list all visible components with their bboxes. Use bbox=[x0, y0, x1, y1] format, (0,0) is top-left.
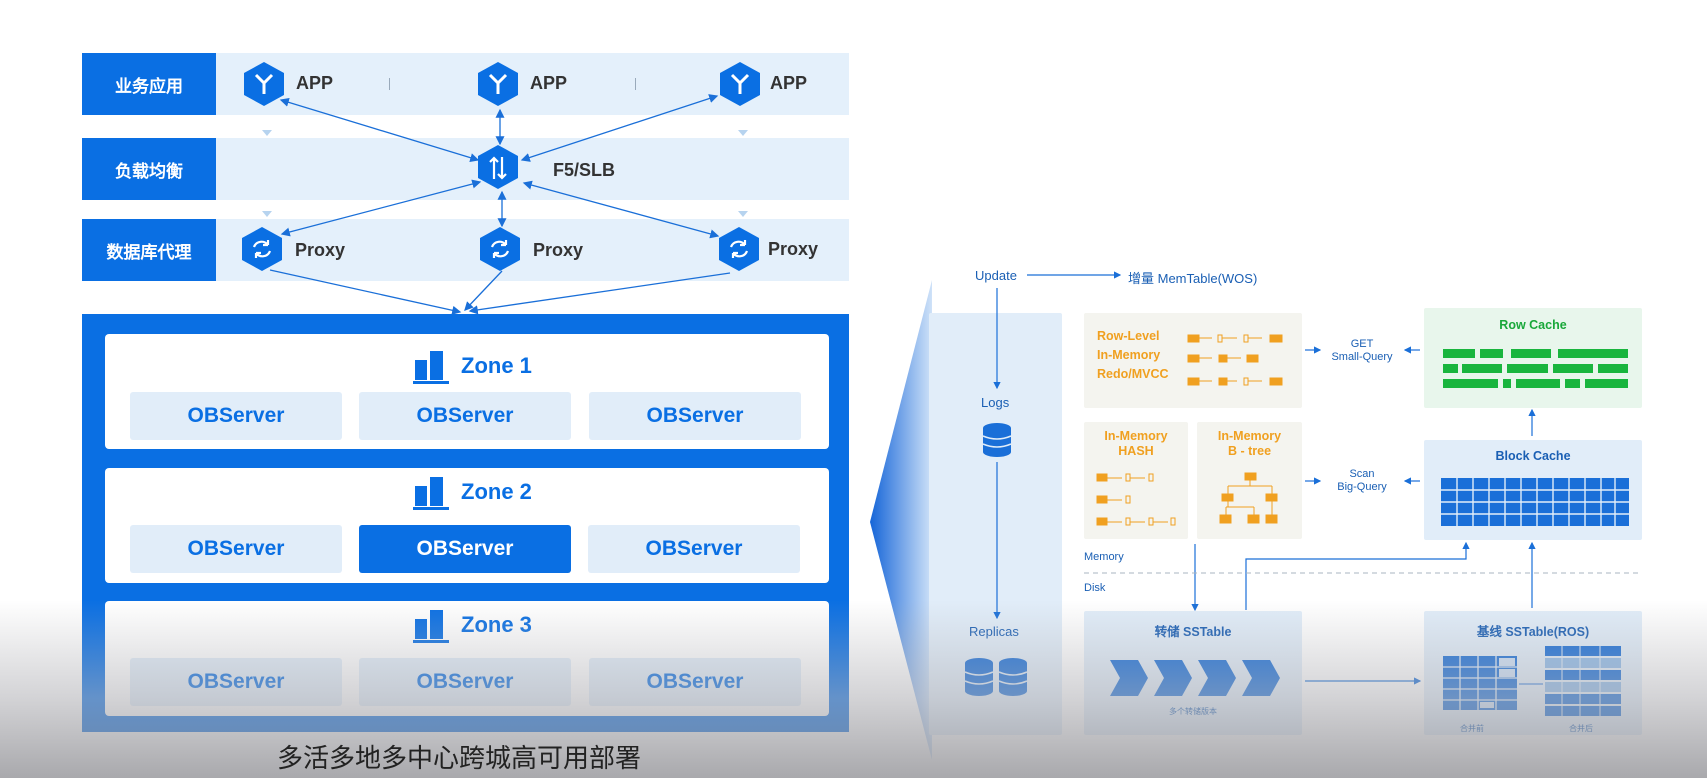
replicas-db-icon bbox=[964, 658, 1028, 696]
proxy-icon bbox=[719, 227, 759, 271]
layer-label-app: 业务应用 bbox=[82, 53, 216, 115]
observer-node: OBServer bbox=[588, 525, 800, 573]
down-marker bbox=[262, 130, 272, 136]
caption: 多活多地多中心跨城高可用部署 bbox=[277, 743, 642, 773]
zone-title: Zone 2 bbox=[461, 479, 532, 504]
zone-icon bbox=[413, 477, 449, 510]
zone-icon bbox=[413, 351, 449, 384]
logs-db-icon bbox=[982, 423, 1012, 457]
observer-node: OBServer bbox=[130, 392, 342, 440]
separator bbox=[389, 78, 390, 90]
down-marker bbox=[262, 211, 272, 217]
disk-label: Disk bbox=[1084, 582, 1106, 594]
app-label-3: APP bbox=[770, 73, 808, 93]
proxy-label-1: Proxy bbox=[295, 240, 346, 260]
proxy-label-3: Proxy bbox=[768, 239, 819, 259]
separator bbox=[635, 78, 636, 90]
down-marker bbox=[738, 211, 748, 217]
update-label: Update bbox=[975, 268, 1017, 283]
app-icon bbox=[720, 62, 760, 106]
connector-lines bbox=[269, 94, 731, 315]
block-cache-grid bbox=[1441, 478, 1629, 526]
f5-slb-label: F5/SLB bbox=[553, 160, 616, 180]
layer-label-lb: 负载均衡 bbox=[82, 138, 216, 200]
app-label-1: APP bbox=[296, 73, 334, 93]
memtable-label: 增量 MemTable(WOS) bbox=[1128, 271, 1258, 286]
zone-title: Zone 1 bbox=[461, 353, 532, 378]
observer-node-active: OBServer bbox=[359, 525, 571, 573]
layer-label-proxy: 数据库代理 bbox=[82, 219, 216, 281]
block-cache-title: Block Cache bbox=[1495, 449, 1571, 463]
observer-node: OBServer bbox=[359, 392, 571, 440]
observer-node: OBServer bbox=[589, 392, 801, 440]
row-cache-title: Row Cache bbox=[1499, 318, 1567, 332]
proxy-label-2: Proxy bbox=[533, 240, 584, 260]
memory-label: Memory bbox=[1084, 551, 1124, 563]
app-label-2: APP bbox=[530, 73, 568, 93]
observer-node: OBServer bbox=[130, 525, 342, 573]
logs-label: Logs bbox=[981, 395, 1010, 410]
down-marker bbox=[738, 130, 748, 136]
